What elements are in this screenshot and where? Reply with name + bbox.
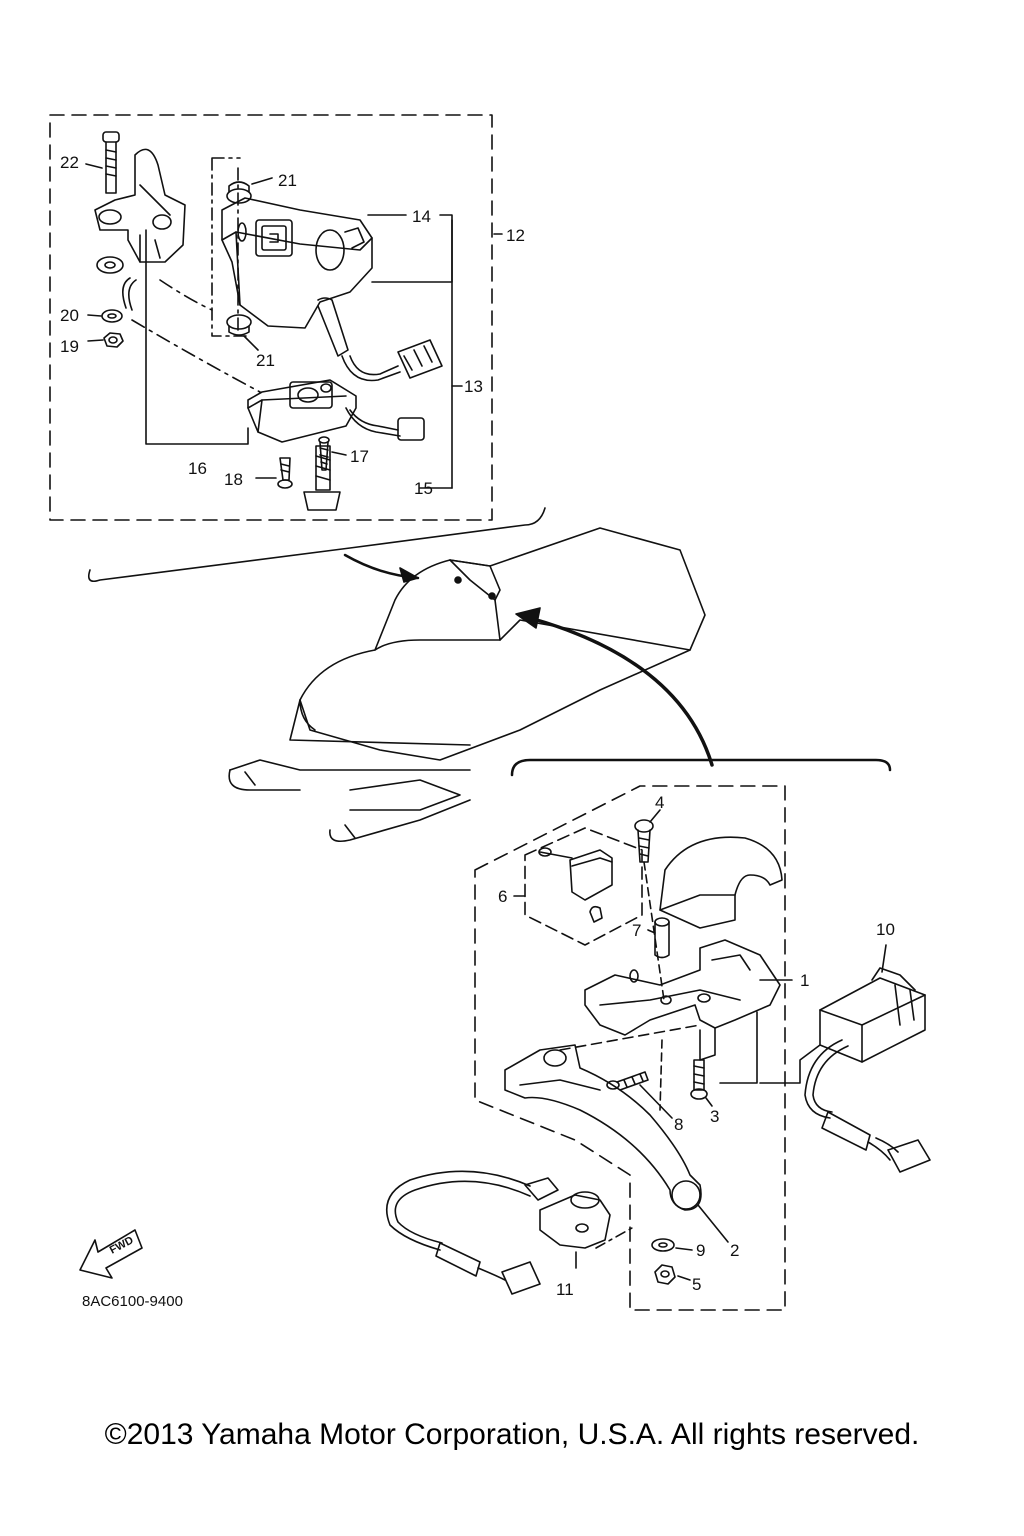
callout-14: 14 xyxy=(412,207,431,226)
callout-21-bottom: 21 xyxy=(256,351,275,370)
mount-point-dot-icon xyxy=(488,592,496,600)
callout-8: 8 xyxy=(674,1115,683,1134)
callout-4: 4 xyxy=(655,793,664,812)
snowmobile-icon xyxy=(228,527,706,843)
screw-17-icon xyxy=(318,436,330,471)
callout-10: 10 xyxy=(876,920,895,939)
switch-11-icon xyxy=(385,1170,611,1295)
top-inset-frame xyxy=(49,114,493,521)
callout-18: 18 xyxy=(224,470,243,489)
throttle-bracket-icon xyxy=(94,148,186,311)
lower-inset-frame xyxy=(474,785,786,1311)
mount-point-dot-icon xyxy=(454,576,462,584)
nut-5-icon xyxy=(654,1264,676,1285)
washer-9-icon xyxy=(651,1238,675,1252)
screw-15-icon xyxy=(303,445,341,511)
callout-19: 19 xyxy=(60,337,79,356)
nut-19-icon xyxy=(103,332,124,348)
bolt-3-icon xyxy=(690,1059,708,1100)
callout-3: 3 xyxy=(710,1107,719,1126)
grommet-21-top-icon xyxy=(226,181,252,204)
callout-13: 13 xyxy=(464,377,483,396)
pin-7-icon xyxy=(654,917,670,959)
callout-6: 6 xyxy=(498,887,507,906)
screw-8-icon xyxy=(606,1071,649,1091)
callout-11: 11 xyxy=(556,1280,574,1299)
callout-17: 17 xyxy=(350,447,369,466)
callout-1: 1 xyxy=(800,971,809,990)
switch-box-16-icon xyxy=(247,379,425,443)
lever-bracket-icon xyxy=(584,939,781,1061)
copyright-notice: ©2013 Yamaha Motor Corporation, U.S.A. A… xyxy=(104,1418,920,1451)
drawing-code: 8AC6100-9400 xyxy=(82,1293,183,1310)
brake-lever-2-icon xyxy=(504,1044,702,1211)
bolt-4-icon xyxy=(634,819,654,863)
callout-12: 12 xyxy=(506,226,525,245)
switch-block-6-icon xyxy=(538,847,613,923)
bolt-22-icon xyxy=(102,131,120,194)
pointer-arrow-bottom-icon xyxy=(515,607,714,767)
pointer-arrow-top-icon xyxy=(343,553,420,583)
wire-harness-icon xyxy=(341,339,443,382)
throttle-case-14-icon xyxy=(221,197,373,357)
screw-18-icon xyxy=(277,457,293,489)
callout-16: 16 xyxy=(188,459,207,478)
callout-5: 5 xyxy=(692,1275,701,1294)
callout-7: 7 xyxy=(632,921,641,940)
lever-cover-icon xyxy=(659,836,783,929)
callout-9: 9 xyxy=(696,1241,705,1260)
grommet-21-bottom-icon xyxy=(226,314,252,336)
fwd-arrow-icon xyxy=(79,1229,143,1279)
callout-21-top: 21 xyxy=(278,171,297,190)
callout-2: 2 xyxy=(730,1241,739,1260)
washer-20-icon xyxy=(101,309,123,323)
callout-22: 22 xyxy=(60,153,79,172)
callout-20: 20 xyxy=(60,306,79,325)
switch-10-icon xyxy=(804,967,931,1173)
callout-15: 15 xyxy=(414,479,433,498)
